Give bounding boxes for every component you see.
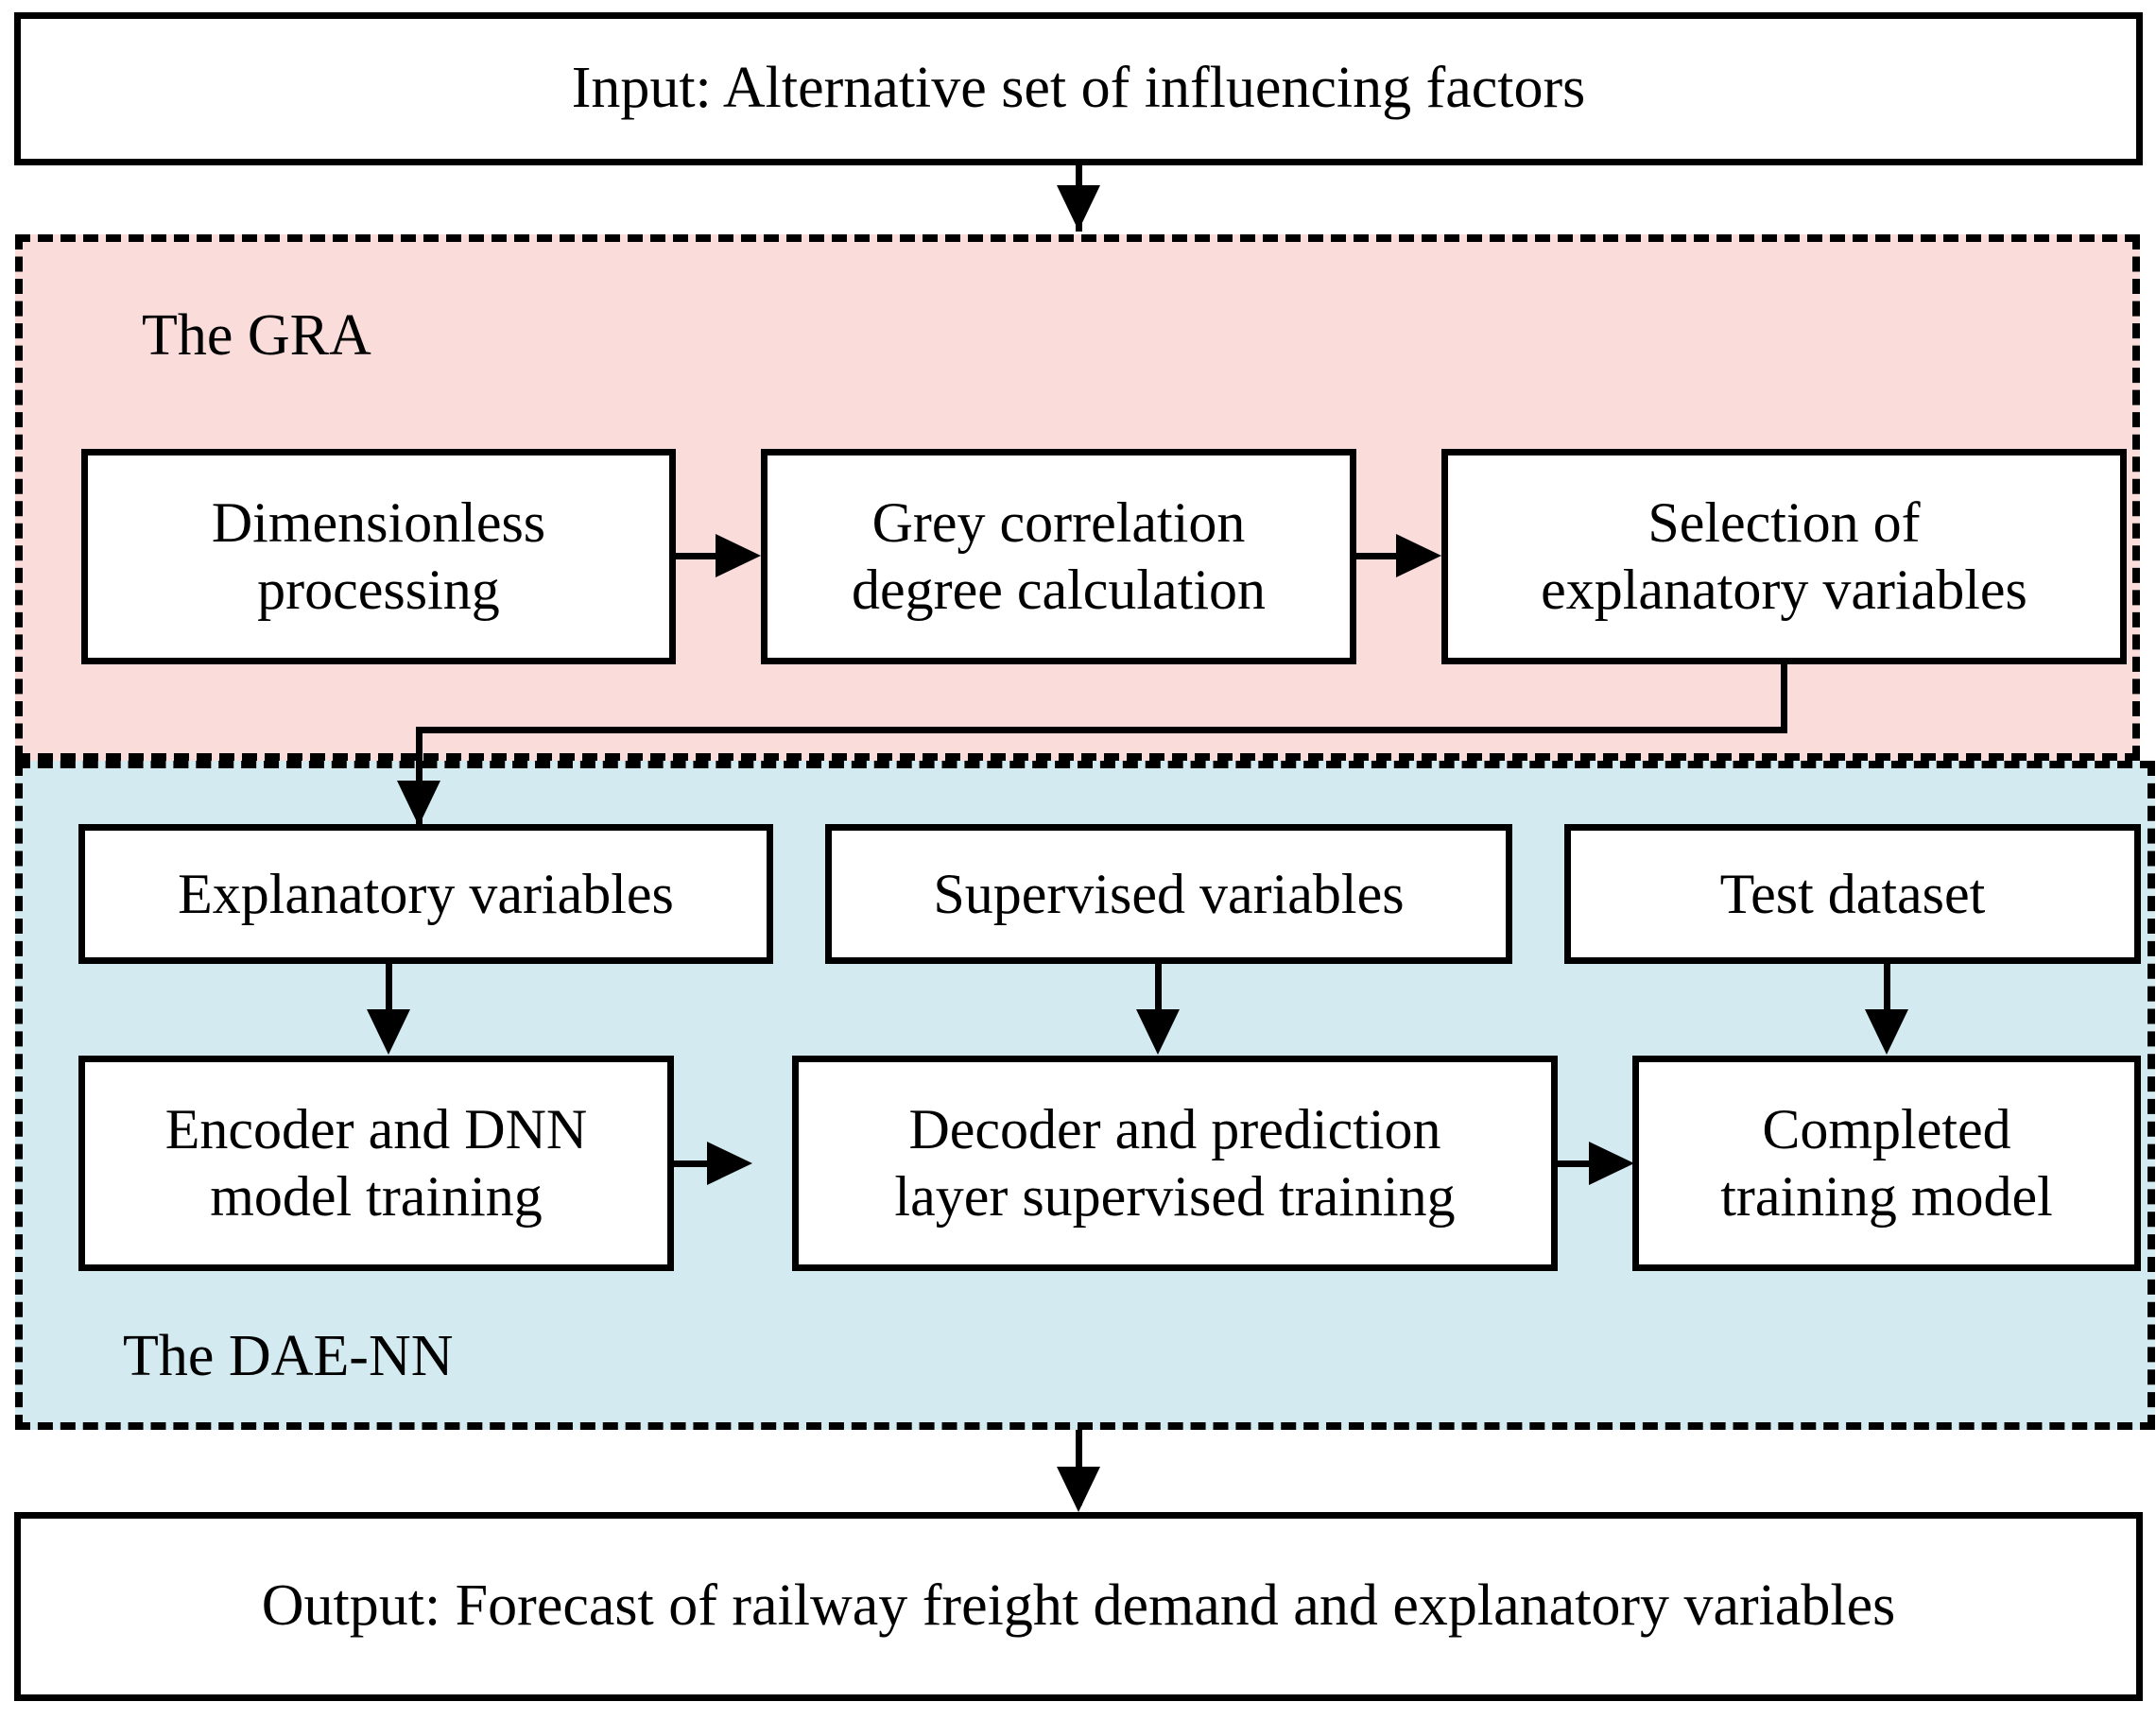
arrowhead-testdata-to-completed — [1865, 1009, 1908, 1055]
gra-node-grey-correlation-degree-calculation: Grey correlation degree calculation — [761, 449, 1356, 664]
arrowhead-gra1-to-gra2 — [716, 534, 761, 577]
arrowhead-input-to-gra — [1057, 185, 1100, 231]
dae-node-completed-training-model: Completed training model — [1632, 1056, 2141, 1271]
connector-gra2-to-gra3 — [1356, 553, 1404, 559]
gra-node-grey-correlation-degree-calculation-label: Grey correlation degree calculation — [851, 491, 1267, 621]
dae-node-encoder-and-dnn-model-training: Encoder and DNN model training — [78, 1056, 674, 1271]
gra-node-selection-of-explanatory-variables: Selection of explanatory variables — [1441, 449, 2127, 664]
connector-decoder-to-completed — [1558, 1160, 1594, 1167]
connector-explanatory-to-encoder — [386, 964, 392, 1030]
output-box-label: Output: Forecast of railway freight dema… — [261, 1573, 1896, 1639]
group-dae-nn-label: The DAE-NN — [123, 1324, 454, 1388]
dae-node-encoder-and-dnn-model-training-label: Encoder and DNN model training — [164, 1098, 588, 1228]
connector-gra1-to-gra2 — [676, 553, 723, 559]
arrowhead-encoder-to-decoder — [707, 1142, 752, 1185]
connector-encoder-to-decoder — [674, 1160, 712, 1167]
dae-node-decoder-and-prediction-layer-supervised-training: Decoder and prediction layer supervised … — [792, 1056, 1558, 1271]
dae-node-explanatory-variables-label: Explanatory variables — [178, 862, 674, 925]
connector-supervised-to-decoder — [1155, 964, 1162, 1030]
arrowhead-gra2-to-gra3 — [1396, 534, 1441, 577]
connector-testdata-to-completed — [1884, 964, 1890, 1030]
dae-node-completed-training-model-label: Completed training model — [1720, 1098, 2053, 1228]
gra-node-selection-of-explanatory-variables-label: Selection of explanatory variables — [1541, 491, 2027, 621]
dae-node-explanatory-variables: Explanatory variables — [78, 824, 773, 964]
gra-node-dimensionless-processing: Dimensionless processing — [81, 449, 676, 664]
arrowhead-decoder-to-completed — [1589, 1142, 1634, 1185]
dae-node-supervised-variables: Supervised variables — [825, 824, 1512, 964]
dae-node-test-dataset: Test dataset — [1564, 824, 2141, 964]
dae-node-decoder-and-prediction-layer-supervised-training-label: Decoder and prediction layer supervised … — [894, 1098, 1456, 1228]
arrowhead-gra3-to-dae — [397, 781, 440, 826]
dae-node-supervised-variables-label: Supervised variables — [933, 862, 1405, 925]
arrowhead-explanatory-to-encoder — [367, 1009, 410, 1055]
output-box: Output: Forecast of railway freight dema… — [14, 1512, 2143, 1701]
connector-gra3-down — [1781, 664, 1787, 733]
input-box: Input: Alternative set of influencing fa… — [14, 12, 2143, 165]
arrowhead-supervised-to-decoder — [1136, 1009, 1180, 1055]
dae-node-test-dataset-label: Test dataset — [1719, 862, 1986, 925]
group-gra-label: The GRA — [142, 303, 371, 368]
input-box-label: Input: Alternative set of influencing fa… — [571, 56, 1586, 121]
arrowhead-dae-to-output — [1057, 1467, 1100, 1512]
gra-node-dimensionless-processing-label: Dimensionless processing — [211, 491, 546, 621]
connector-gra3-left — [416, 727, 1787, 733]
connector-gra3-into-dae — [416, 727, 423, 825]
